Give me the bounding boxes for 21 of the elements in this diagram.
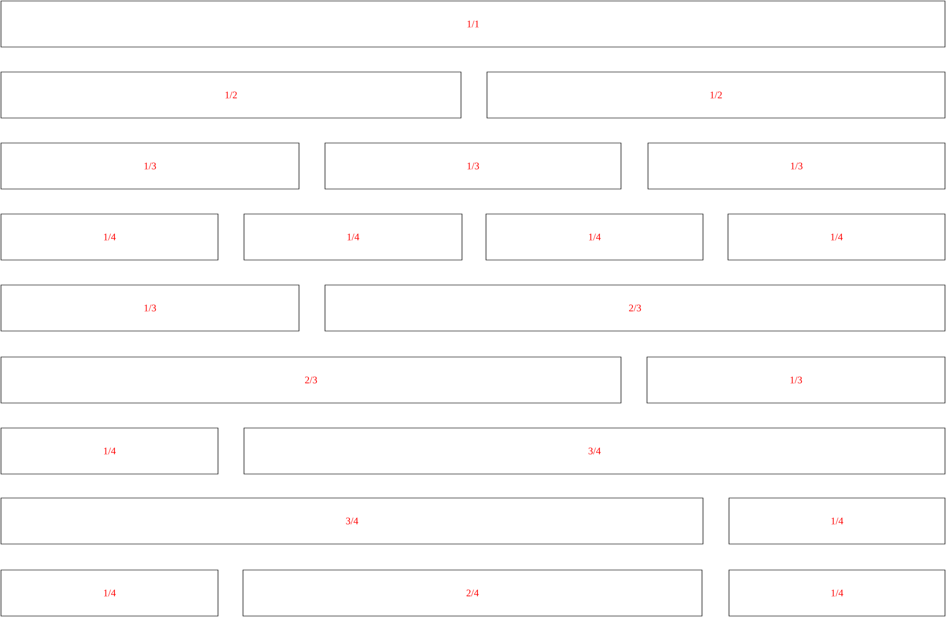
fraction-box: 1/3 <box>324 142 622 190</box>
fraction-box: 1/4 <box>728 214 946 260</box>
fraction-box: 1/4 <box>0 214 218 260</box>
fraction-box: 1/4 <box>728 498 946 544</box>
fraction-box: 1/3 <box>0 142 300 190</box>
fraction-box: 3/4 <box>244 428 946 474</box>
fraction-box: 3/4 <box>0 498 704 544</box>
fraction-box: 1/4 <box>486 214 704 260</box>
fraction-box: 1/2 <box>486 72 946 118</box>
fraction-box: 1/4 <box>0 570 218 616</box>
fraction-box: 1/3 <box>646 356 946 404</box>
fraction-box: 2/4 <box>242 570 702 616</box>
fraction-box: 1/1 <box>0 0 946 48</box>
fraction-box: 1/4 <box>728 570 946 616</box>
fraction-box: 2/3 <box>0 356 622 404</box>
fraction-box: 1/3 <box>648 142 946 190</box>
fraction-box: 1/3 <box>0 284 300 332</box>
fraction-box: 2/3 <box>324 284 946 332</box>
fraction-box: 1/2 <box>0 72 462 118</box>
fraction-box: 1/4 <box>0 428 218 474</box>
fraction-box: 1/4 <box>244 214 462 260</box>
